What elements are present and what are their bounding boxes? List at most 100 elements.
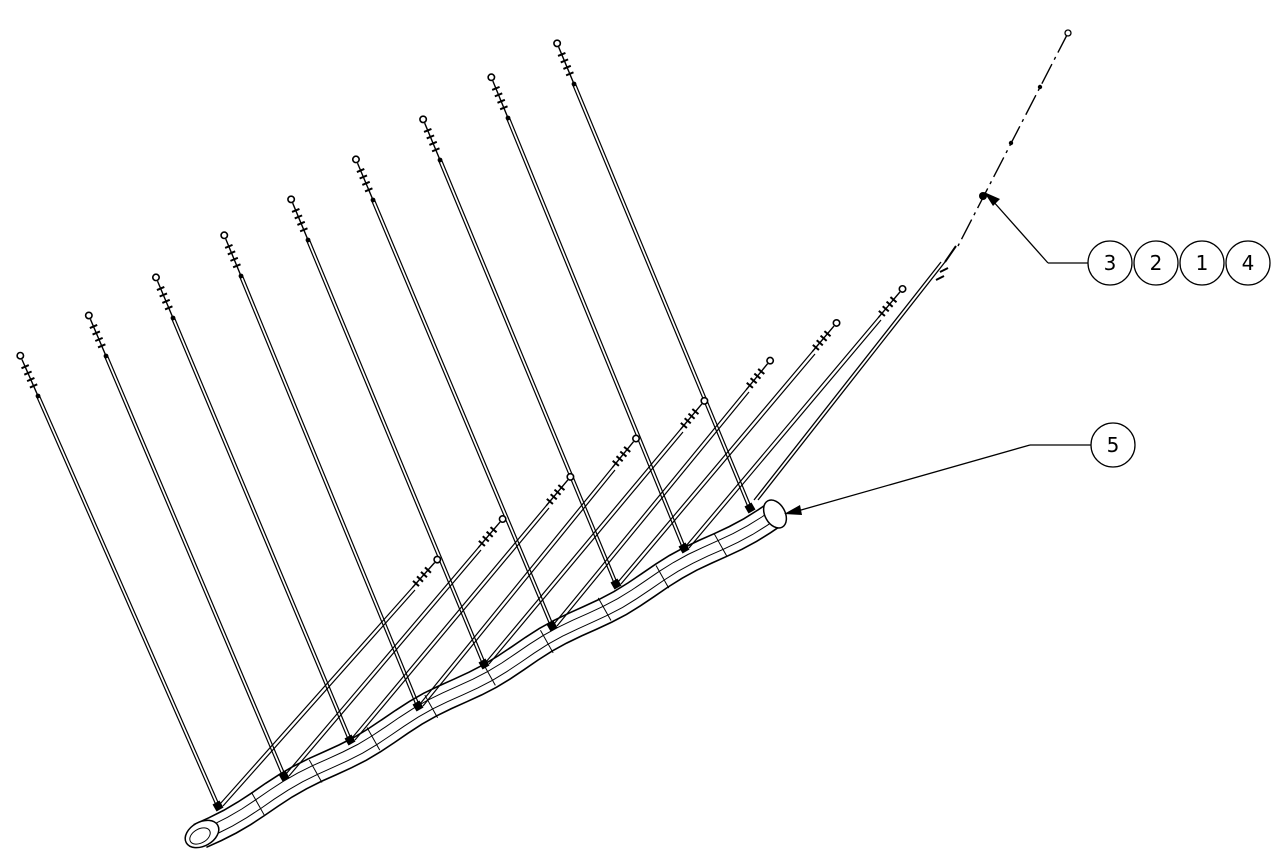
cable-rod-line — [620, 353, 816, 585]
cable-fitting-thread — [361, 180, 371, 186]
cable-fitting-thread — [364, 187, 373, 193]
cable-fitting-thread — [416, 575, 424, 583]
cable-fitting-thread — [489, 526, 498, 534]
tube-segment-band — [713, 532, 727, 556]
cable-fitting-thread — [230, 256, 239, 262]
cable-fitting-thread — [549, 493, 558, 501]
cable-rod-line — [575, 83, 753, 509]
short-cable — [419, 434, 641, 707]
balloon-item-2: 2 — [1133, 240, 1179, 286]
cable-rod-line — [288, 549, 482, 777]
cable-fitting-thread — [753, 372, 762, 380]
long-cable — [84, 311, 290, 782]
cable-fitting-thread — [494, 92, 503, 98]
cable-fitting-shank — [21, 359, 39, 397]
tube-segment-band — [308, 759, 323, 783]
cable-eye-bolt — [287, 195, 296, 204]
detached-cable-attach-point — [979, 192, 987, 200]
cable-rod-line — [238, 275, 417, 707]
cable-rod-line — [305, 239, 483, 665]
cable-fitting-thread — [680, 422, 688, 429]
cable-swage — [571, 81, 577, 87]
cable-fitting-thread — [291, 207, 300, 213]
cable-fitting-thread — [497, 98, 506, 104]
tube-end-cap-right — [762, 499, 788, 529]
cable-fitting-thread — [29, 383, 38, 389]
cable-fitting-thread — [359, 174, 368, 180]
detached-cable-lower-fitting — [935, 245, 957, 281]
cable-fitting-thread — [97, 343, 106, 349]
cable-eye-bolt — [84, 311, 93, 320]
long-cable — [16, 351, 224, 812]
cable-rod-line — [419, 467, 613, 705]
cable-rod-line — [222, 589, 416, 807]
cable-fitting-thread — [885, 300, 894, 308]
cable-rod-line — [688, 319, 882, 549]
svg-text:2: 2 — [1150, 251, 1163, 275]
long-cable — [220, 231, 424, 712]
cable-rod-line — [571, 83, 749, 509]
cable-swage — [370, 197, 376, 203]
cable-rod-line — [242, 275, 421, 707]
cable-eye-bolt — [487, 73, 496, 82]
cable-swage — [103, 353, 109, 359]
cable-fitting-thread — [749, 377, 758, 385]
cable-fitting-shank — [424, 122, 441, 161]
cable-fitting-thread — [889, 296, 898, 303]
cable-fitting-shank — [356, 162, 374, 201]
cable-fitting-shank — [225, 238, 242, 277]
short-cable — [351, 472, 575, 741]
cable-fitting-thread — [156, 286, 165, 291]
cable-fitting-thread — [89, 324, 98, 330]
cable-fitting-thread — [21, 364, 30, 370]
cable-fitting-thread — [224, 243, 233, 249]
tube-end-cap-left — [184, 819, 220, 849]
cable-swage — [505, 115, 511, 121]
cable-eye-bolt — [553, 39, 562, 48]
balloon-item-5: 5 — [1090, 422, 1136, 468]
cable-fitting-thread — [553, 488, 562, 496]
long-cable-group — [16, 39, 756, 812]
cable-fitting-thread — [615, 455, 624, 463]
cable-fitting-thread — [491, 85, 500, 91]
cable-rod-line — [309, 239, 487, 665]
cable-rod-line — [488, 431, 684, 665]
tube-segment-band — [366, 727, 381, 751]
cable-rod-line — [351, 505, 547, 739]
cable-fitting-thread — [563, 64, 572, 70]
long-cable — [553, 39, 756, 514]
tube-segment-band — [251, 792, 265, 816]
long-cable — [487, 73, 690, 554]
long-cable — [151, 273, 356, 746]
cable-fitting-thread — [412, 580, 420, 587]
cable-eye-bolt — [832, 318, 841, 327]
cable-fitting-shank — [492, 80, 509, 119]
cable-swage — [305, 237, 311, 243]
balloon-item-4: 4 — [1225, 240, 1271, 286]
cable-eye-bolt — [419, 115, 428, 124]
cable-fitting-thread — [94, 336, 104, 342]
cable-rod-line — [553, 389, 747, 625]
cable-fitting-thread — [565, 71, 574, 77]
detached-cable-node — [1037, 84, 1043, 90]
cable-fitting-thread — [499, 105, 508, 111]
cable-fitting-thread — [546, 498, 554, 505]
cable-rod-line — [39, 395, 221, 807]
cable-rod-line — [370, 199, 551, 627]
cable-eye-bolt — [632, 434, 641, 443]
cable-rod-line — [107, 355, 287, 777]
cable-fitting-thread — [691, 408, 700, 415]
cable-fitting-thread — [426, 134, 435, 140]
detached-cable-top-eye — [1064, 29, 1072, 37]
cable-fitting-thread — [878, 310, 886, 317]
short-cable — [685, 284, 907, 549]
svg-text:3: 3 — [1104, 251, 1117, 275]
cable-rod-line — [374, 199, 555, 627]
cable-fitting-thread — [423, 127, 432, 133]
cable-fitting-thread — [297, 220, 306, 226]
cable-fitting-thread — [557, 484, 566, 491]
cable-rod-line — [685, 317, 879, 547]
cable-fitting-thread — [161, 298, 171, 304]
cable-fitting-thread — [816, 339, 824, 347]
